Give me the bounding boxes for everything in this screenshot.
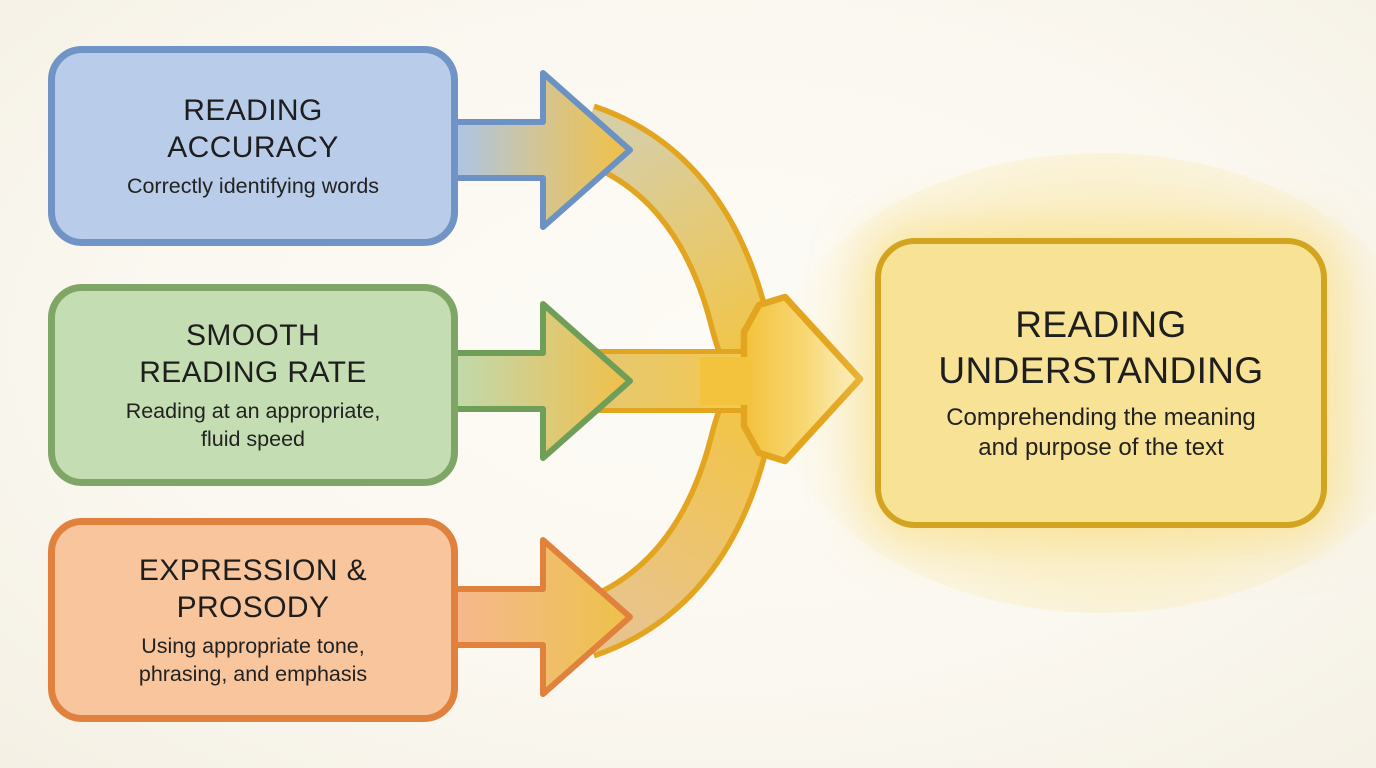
box-smooth-reading-rate-title: SMOOTH READING RATE [139,317,367,391]
title-line: UNDERSTANDING [938,349,1264,391]
box-smooth-reading-rate: SMOOTH READING RATE Reading at an approp… [48,284,458,486]
box-reading-understanding: READING UNDERSTANDING Comprehending the … [875,238,1327,528]
arrow-expression-prosody [445,537,633,697]
title-line: READING RATE [139,355,367,389]
box-expression-prosody: EXPRESSION & PROSODY Using appropriate t… [48,518,458,722]
merge-band-bottom [576,365,786,654]
title-line: READING [1015,303,1187,345]
merge-arrowhead [740,293,864,465]
box-reading-accuracy: READING ACCURACY Correctly identifying w… [48,46,458,246]
subtitle-line: Using appropriate tone, [141,634,365,659]
title-line: READING [183,93,323,127]
merge-band-top [576,108,786,397]
subtitle-line: and purpose of the text [978,434,1224,462]
box-reading-understanding-subtitle: Comprehending the meaning and purpose of… [946,403,1256,464]
box-reading-accuracy-title: READING ACCURACY [167,92,339,166]
arrow-reading-accuracy [445,70,633,230]
title-line: SMOOTH [185,318,321,352]
subtitle-line: fluid speed [200,426,305,451]
title-line: PROSODY [176,590,330,624]
merge-flow [560,103,864,659]
subtitle-line: phrasing, and emphasis [138,661,368,686]
box-reading-understanding-title: READING UNDERSTANDING [938,302,1263,394]
subtitle-line: Correctly identifying words [126,173,380,198]
title-line: EXPRESSION & [138,553,368,587]
subtitle-line: Comprehending the meaning [946,403,1256,431]
box-reading-accuracy-subtitle: Correctly identifying words [127,173,379,201]
arrow-smooth-reading-rate [445,301,633,461]
box-expression-prosody-subtitle: Using appropriate tone, phrasing, and em… [139,633,367,688]
box-expression-prosody-title: EXPRESSION & PROSODY [139,552,367,626]
box-smooth-reading-rate-subtitle: Reading at an appropriate, fluid speed [126,398,381,453]
title-line: ACCURACY [167,130,339,164]
subtitle-line: Reading at an appropriate, [125,399,381,424]
